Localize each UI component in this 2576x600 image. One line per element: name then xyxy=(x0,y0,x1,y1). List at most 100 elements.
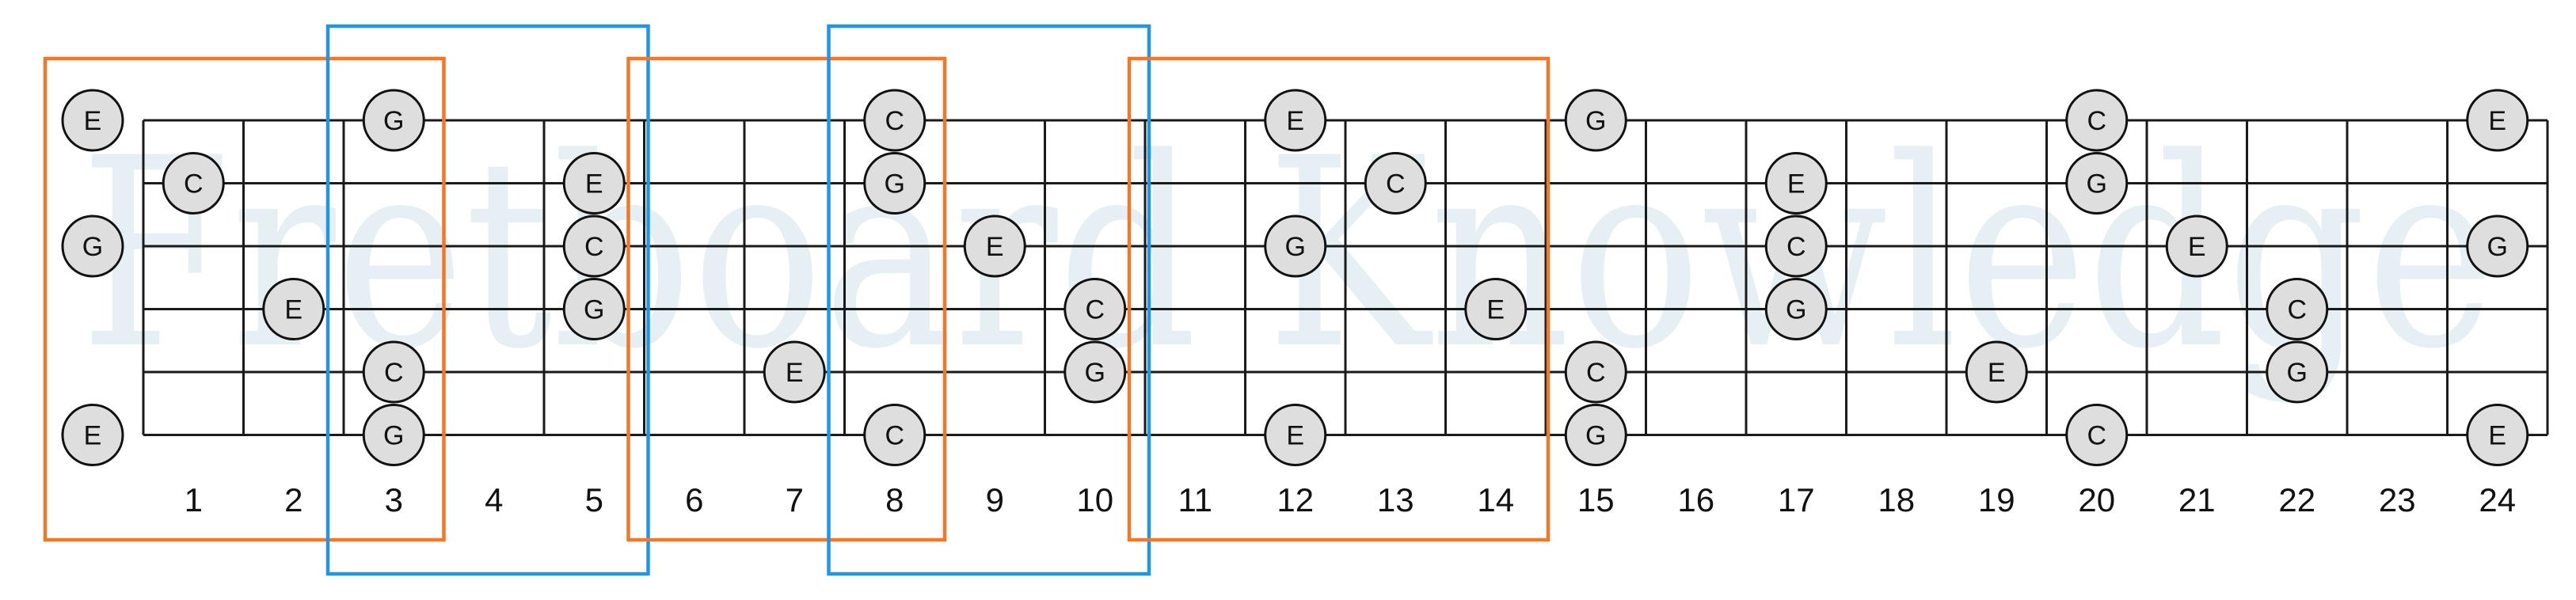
note-label: E xyxy=(585,169,603,199)
fret-number-2: 2 xyxy=(284,481,302,518)
fret-number-12: 12 xyxy=(1277,481,1314,518)
note-label: C xyxy=(184,169,204,199)
note-label: E xyxy=(2488,421,2506,451)
note-circle xyxy=(1564,89,1627,152)
note-label: C xyxy=(1786,232,1806,262)
fret-number-23: 23 xyxy=(2379,481,2416,518)
fret-number-9: 9 xyxy=(986,481,1004,518)
note-label: G xyxy=(2287,358,2308,388)
note-circle xyxy=(863,404,927,466)
position-box-1-orange xyxy=(43,56,446,542)
note-circle xyxy=(1564,404,1627,466)
note-marker: G xyxy=(863,152,927,215)
note-label: E xyxy=(1286,106,1304,136)
note-marker: E xyxy=(1464,278,1528,340)
note-marker: C xyxy=(1064,278,1127,340)
note-circle xyxy=(1464,278,1528,340)
note-label: C xyxy=(1085,295,1105,325)
note-marker: E xyxy=(562,152,626,215)
note-marker: C xyxy=(863,89,927,152)
note-marker: G xyxy=(2266,340,2329,404)
note-label: G xyxy=(885,169,905,199)
note-marker: E xyxy=(2466,404,2529,466)
note-marker: G xyxy=(2065,152,2129,215)
note-label: G xyxy=(1585,106,1606,136)
note-marker: E xyxy=(1264,89,1327,152)
note-label: E xyxy=(1787,169,1805,199)
note-marker: G xyxy=(2466,215,2529,278)
note-circle xyxy=(763,340,826,404)
fret-number-6: 6 xyxy=(685,481,703,518)
note-label: E xyxy=(1988,358,2006,388)
note-circle xyxy=(1064,278,1127,340)
note-circle xyxy=(562,278,626,340)
note-marker: E xyxy=(61,89,124,152)
fret-number-14: 14 xyxy=(1477,481,1514,518)
note-circle xyxy=(1764,152,1828,215)
position-boxes xyxy=(43,24,1551,576)
note-circle xyxy=(2466,89,2529,152)
note-marker: G xyxy=(362,89,425,152)
note-label: E xyxy=(1286,421,1304,451)
fret-number-22: 22 xyxy=(2278,481,2315,518)
note-marker: E xyxy=(262,278,325,340)
note-marker: G xyxy=(61,215,124,278)
fret-number-1: 1 xyxy=(185,481,203,518)
note-marker: E xyxy=(2165,215,2228,278)
note-marker: C xyxy=(162,152,225,215)
note-marker: G xyxy=(1264,215,1327,278)
note-circle xyxy=(2065,89,2129,152)
note-label: E xyxy=(84,106,102,136)
note-label: G xyxy=(2487,232,2508,262)
note-marker: E xyxy=(1764,152,1828,215)
fret-number-20: 20 xyxy=(2078,481,2115,518)
note-marker: C xyxy=(562,215,626,278)
note-label: G xyxy=(1786,295,1806,325)
note-label: G xyxy=(584,295,604,325)
note-marker: E xyxy=(2466,89,2529,152)
position-box-4-blue xyxy=(827,24,1151,576)
note-circle xyxy=(562,152,626,215)
note-circle xyxy=(1764,278,1828,340)
fret-number-5: 5 xyxy=(585,481,603,518)
note-label: G xyxy=(383,106,404,136)
note-marker: E xyxy=(963,215,1026,278)
note-circle xyxy=(1364,152,1427,215)
note-label: C xyxy=(2087,106,2106,136)
note-circle xyxy=(1064,340,1127,404)
fret-number-8: 8 xyxy=(885,481,904,518)
position-box-5-orange xyxy=(1127,56,1551,542)
note-circle xyxy=(1764,215,1828,278)
note-label: E xyxy=(1486,295,1505,325)
note-label: G xyxy=(82,232,103,262)
note-marker: C xyxy=(2266,278,2329,340)
fret-number-24: 24 xyxy=(2479,481,2516,518)
note-marker: G xyxy=(1764,278,1828,340)
note-circle xyxy=(2065,152,2129,215)
note-circle xyxy=(362,404,425,466)
note-marker: C xyxy=(1564,340,1627,404)
fret-number-19: 19 xyxy=(1978,481,2015,518)
fret-number-7: 7 xyxy=(786,481,804,518)
note-label: C xyxy=(584,232,604,262)
note-label: E xyxy=(2188,232,2206,262)
note-circle xyxy=(2065,404,2129,466)
note-marker: G xyxy=(362,404,425,466)
note-label: E xyxy=(84,421,102,451)
note-marker: E xyxy=(1264,404,1327,466)
note-circle xyxy=(863,152,927,215)
note-marker: C xyxy=(1764,215,1828,278)
note-marker: E xyxy=(763,340,826,404)
note-label: G xyxy=(2087,169,2107,199)
note-circle xyxy=(2266,340,2329,404)
note-label: C xyxy=(1586,358,1606,388)
note-circle xyxy=(1264,404,1327,466)
fret-number-21: 21 xyxy=(2178,481,2216,518)
note-circle xyxy=(362,340,425,404)
note-marker: C xyxy=(2065,404,2129,466)
note-label: G xyxy=(1085,358,1105,388)
note-label: C xyxy=(1386,169,1406,199)
